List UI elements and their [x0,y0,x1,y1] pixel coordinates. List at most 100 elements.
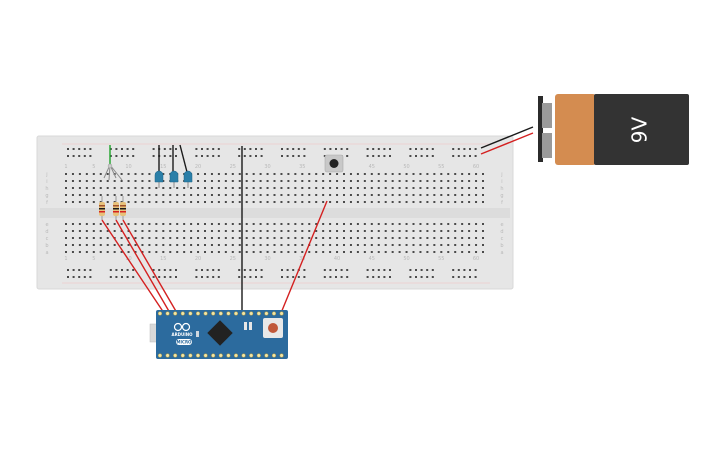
breadboard-hole [419,201,422,203]
blue-led-2[interactable] [169,170,179,188]
breadboard-hole [72,276,75,278]
breadboard-hole [155,244,158,246]
breadboard-hole [457,269,460,271]
arduino-pin [264,353,269,358]
breadboard-hole [201,148,203,150]
breadboard-hole [85,230,88,232]
red-wire-button[interactable] [280,200,328,314]
red-wire-resistor-2[interactable] [115,219,171,314]
breadboard-hole [238,269,241,271]
breadboard-hole [343,251,345,253]
column-number: 15 [160,164,166,170]
breadboard-hole [405,223,408,225]
breadboard-hole [452,148,455,150]
breadboard-hole [475,251,478,253]
breadboard-hole [426,194,429,196]
breadboard-hole [377,276,380,278]
arduino-pin [173,311,178,316]
arduino-pin [165,353,170,358]
rgb-led[interactable] [103,163,123,181]
battery-wire-red[interactable] [480,132,534,155]
resistor-1[interactable] [99,196,105,220]
breadboard-hole [106,244,109,246]
blue-led-1[interactable] [154,170,164,188]
breadboard-hole [322,251,325,253]
breadboard-hole [115,269,118,271]
breadboard: 1155101015152020252530303535404045455050… [36,135,514,290]
breadboard-hole [120,194,123,196]
breadboard-hole [415,155,417,157]
arduino-pin [256,353,261,358]
breadboard-hole [78,187,81,189]
breadboard-hole [377,155,380,157]
breadboard-hole [152,155,155,157]
breadboard-hole [273,237,276,239]
push-button[interactable] [324,154,344,173]
breadboard-hole [249,155,252,157]
red-wire-resistor-1[interactable] [101,219,165,314]
breadboard-hole [120,251,123,253]
breadboard-hole [426,244,429,246]
arduino-chip [207,320,233,346]
arduino-pin [180,311,185,316]
breadboard-hole [349,187,352,189]
breadboard-hole [210,180,213,182]
breadboard-hole [134,223,137,225]
breadboard-hole [280,251,283,253]
breadboard-hole [301,201,304,203]
breadboard-hole [162,223,165,225]
breadboard-hole [377,251,380,253]
breadboard-hole [329,194,332,196]
resistor-2[interactable] [113,196,119,220]
breadboard-hole [132,276,135,278]
breadboard-hole [106,237,109,239]
breadboard-hole [412,251,415,253]
column-number: 25 [230,256,236,262]
breadboard-hole [163,155,166,157]
breadboard-hole [349,244,352,246]
row-letter: a [500,250,503,256]
row-letter: b [500,243,503,249]
battery-9v[interactable]: 9V [538,94,689,165]
breadboard-hole [92,194,95,196]
breadboard-hole [141,194,144,196]
black-wire-led-3[interactable] [179,144,188,173]
breadboard-hole [148,223,151,225]
breadboard-hole [281,148,283,150]
breadboard-hole [391,223,394,225]
column-number: 50 [403,256,409,262]
breadboard-hole [169,251,172,253]
breadboard-hole [245,251,248,253]
breadboard-hole [419,223,422,225]
reset-button[interactable] [268,323,278,333]
breadboard-hole [370,230,373,232]
breadboard-hole [322,194,325,196]
breadboard-hole [384,194,387,196]
breadboard-hole [420,269,423,271]
breadboard-hole [431,148,434,150]
breadboard-hole [176,223,179,225]
breadboard-hole [176,244,179,246]
breadboard-hole [155,194,158,196]
battery-wire-black[interactable] [480,126,534,149]
breadboard-hole [152,276,155,278]
breadboard-hole [155,251,158,253]
arduino-micro[interactable]: ARDUINO MICRO [149,310,288,359]
column-number: 10 [125,164,131,170]
blue-led-3[interactable] [183,170,193,188]
breadboard-hole [322,244,325,246]
breadboard-hole [252,173,255,175]
breadboard-hole [329,269,332,271]
breadboard-hole [329,201,332,203]
arduino-pin [188,311,193,316]
breadboard-hole [349,230,352,232]
breadboard-hole [78,148,81,150]
breadboard-hole [475,237,478,239]
resistor-3[interactable] [120,196,126,220]
breadboard-hole [398,194,401,196]
breadboard-hole [183,194,186,196]
breadboard-hole [440,251,443,253]
breadboard-hole [259,173,262,175]
breadboard-hole [412,237,415,239]
red-wire-resistor-3[interactable] [122,219,178,314]
